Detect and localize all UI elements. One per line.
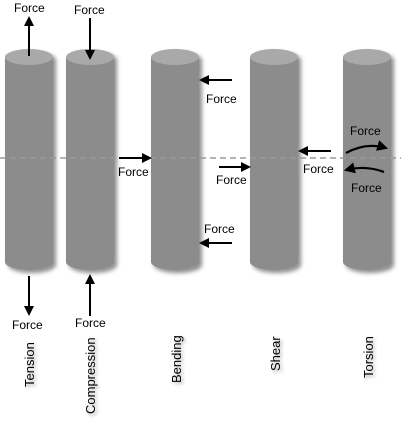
compression-bottom-force-label: Force: [75, 316, 106, 330]
label-bending: Bending: [169, 335, 184, 383]
cylinder-bending: [151, 49, 199, 270]
label-tension: Tension: [22, 342, 37, 387]
torsion-bottom-force-label: Force: [351, 181, 382, 195]
shear-left-force-label: Force: [216, 173, 247, 187]
label-compression: Compression: [83, 337, 98, 414]
torsion-top-arrow: [345, 140, 389, 154]
shear-right-force-label: Force: [303, 162, 334, 176]
tension-top-force-label: Force: [14, 1, 45, 15]
bending-top-force-label: Force: [206, 92, 237, 106]
torsion-bottom-arrow: [343, 162, 385, 174]
tension-bottom-force-label: Force: [12, 318, 43, 332]
bending-bottom-force-label: Force: [204, 222, 235, 236]
compression-top-force-label: Force: [74, 3, 105, 17]
label-shear: Shear: [268, 336, 283, 371]
torsion-top-force-label: Force: [350, 124, 381, 138]
cylinder-shear: [250, 49, 298, 270]
cylinder-tension: [5, 49, 53, 270]
cylinder-torsion: [343, 49, 391, 270]
cylinder-compression: [66, 49, 114, 270]
label-torsion: Torsion: [361, 336, 376, 378]
bending-middle-force-label: Force: [118, 165, 149, 179]
